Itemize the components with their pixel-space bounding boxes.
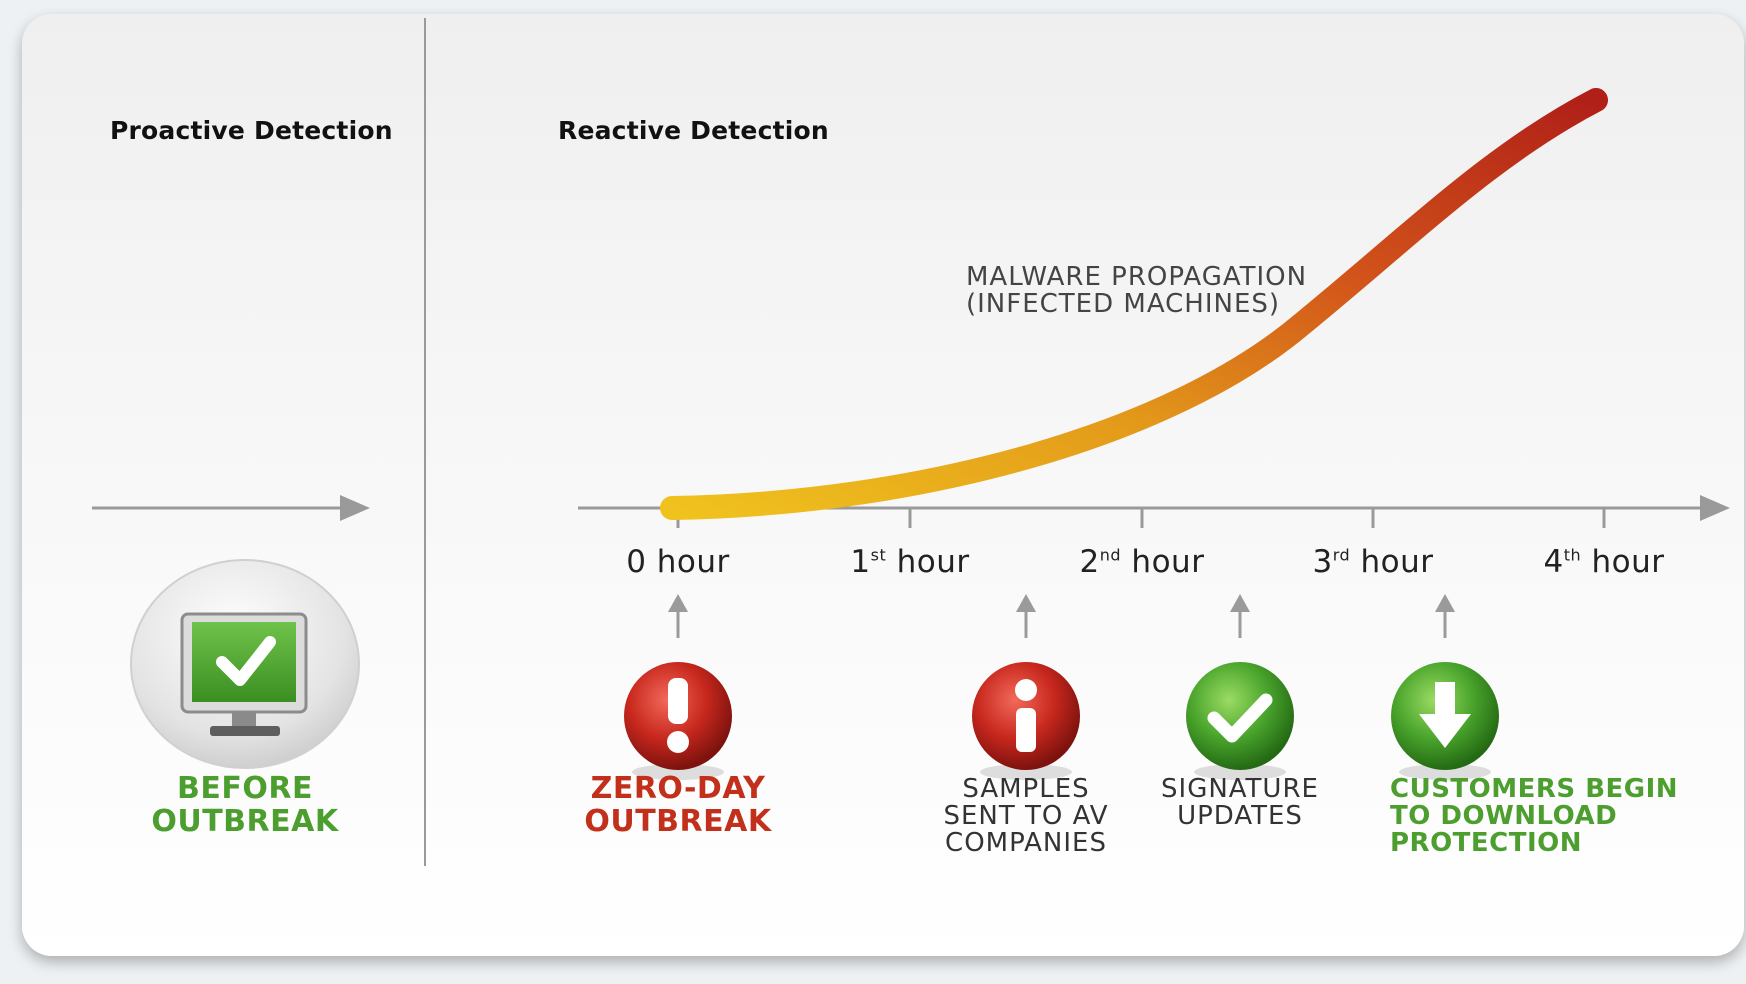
curve-label-line1: MALWARE PROPAGATION [966, 262, 1308, 292]
pointer-arrow-samples [1016, 594, 1036, 638]
signature-updates-label: SIGNATURE UPDATES [1161, 774, 1319, 831]
samples-sent-label: SAMPLES SENT TO AV COMPANIES [943, 774, 1109, 858]
diagram-canvas [92, 18, 1730, 866]
pointer-arrow-zero-day [668, 594, 688, 638]
timeline-arrow-head [1700, 495, 1730, 521]
malware-propagation-curve [660, 88, 1608, 520]
reactive-detection-title: Reactive Detection [558, 116, 829, 145]
hour-label-3: 3rd hour [1312, 544, 1434, 580]
curve-label-line2: (INFECTED MACHINES) [966, 289, 1281, 319]
proactive-detection-title: Proactive Detection [110, 116, 393, 145]
download-arrow-icon [1391, 662, 1499, 780]
exclamation-icon [624, 662, 732, 780]
hour-label-2: 2nd hour [1079, 544, 1205, 580]
diagram-card: Proactive Detection Reactive Detection M… [22, 14, 1744, 956]
curve-label: MALWARE PROPAGATION (INFECTED MACHINES) [966, 264, 1307, 318]
checkmark-icon [1186, 662, 1294, 780]
hour-label-4: 4th hour [1543, 544, 1665, 580]
zero-day-outbreak-label: ZERO-DAY OUTBREAK [584, 771, 772, 839]
before-outbreak-label: BEFORE OUTBREAK [151, 771, 339, 839]
hour-label-1: 1st hour [850, 544, 970, 580]
proactive-arrow-head [340, 495, 370, 521]
info-icon [972, 662, 1080, 780]
pointer-arrow-customers [1435, 594, 1455, 638]
customers-download-label: CUSTOMERS BEGIN TO DOWNLOAD PROTECTION [1390, 774, 1679, 858]
hour-label-0: 0 hour [626, 544, 730, 580]
monitor-check-icon [130, 559, 360, 769]
pointer-arrow-signature [1230, 594, 1250, 638]
